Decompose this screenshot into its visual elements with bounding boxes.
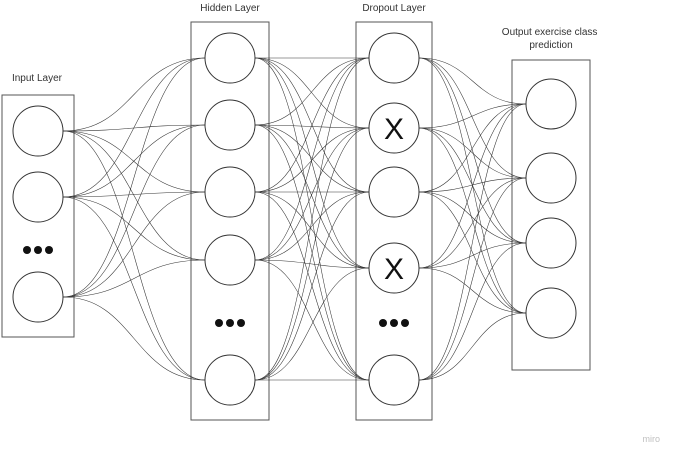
output-node-3: [525, 287, 577, 339]
connection-input-0-hidden-3: [62, 130, 206, 261]
ellipsis-dot-2: [401, 319, 409, 327]
ellipsis-dot-2: [45, 246, 53, 254]
miro-watermark: miro: [643, 434, 661, 444]
hidden-node-3: [204, 234, 256, 286]
connection-hidden-5-dropout-1: [254, 127, 370, 381]
connection-hidden-5-dropout-3: [254, 267, 370, 381]
connection-input-3-hidden-2: [62, 191, 206, 298]
hidden-layer-box: [190, 21, 270, 421]
connection-hidden-5-dropout-2: [254, 191, 370, 381]
connection-input-1-hidden-0: [62, 57, 206, 198]
dropout-node-5: [368, 354, 420, 406]
ellipsis-dot-2: [237, 319, 245, 327]
connection-input-1-hidden-1: [62, 124, 206, 198]
input-layer-label: Input Layer: [12, 73, 63, 84]
connection-hidden-1-dropout-1: [254, 124, 370, 129]
connection-input-3-hidden-3: [62, 259, 206, 298]
connection-hidden-3-dropout-3: [254, 259, 370, 269]
hidden-node-0: [204, 32, 256, 84]
connection-hidden-3-dropout-0: [254, 57, 370, 261]
connection-hidden-1-dropout-0: [254, 57, 370, 126]
connection-hidden-0-dropout-1: [254, 57, 370, 129]
ellipsis-dot-1: [390, 319, 398, 327]
connection-dropout-3-output-3: [418, 267, 527, 314]
input-ellipsis: [23, 246, 53, 254]
connection-dropout-2-output-2: [418, 191, 527, 244]
connection-dropout-2-output-1: [418, 177, 527, 193]
connection-dropout-0-output-2: [418, 57, 527, 244]
connection-dropout-2-output-3: [418, 191, 527, 314]
hidden-node-1: [204, 99, 256, 151]
connection-dropout-1-output-0: [418, 103, 527, 129]
ellipsis-dot-0: [215, 319, 223, 327]
output-node-0: [525, 78, 577, 130]
connection-input-0-hidden-2: [62, 130, 206, 193]
connection-dropout-5-output-0: [418, 103, 527, 381]
connection-input-3-hidden-0: [62, 57, 206, 298]
connection-input-0-hidden-5: [62, 130, 206, 381]
connection-hidden-1-dropout-5: [254, 124, 370, 381]
connection-hidden-2-dropout-0: [254, 57, 370, 193]
connection-hidden-1-dropout-3: [254, 124, 370, 269]
dropout-node-3-dropped: [368, 242, 420, 294]
connection-dropout-0-output-0: [418, 57, 527, 105]
connection-dropout-5-output-3: [418, 312, 527, 381]
connection-dropout-2-output-0: [418, 103, 527, 193]
connection-hidden-0-dropout-3: [254, 57, 370, 269]
connection-dropout-5-output-2: [418, 242, 527, 381]
hidden-ellipsis: [215, 319, 245, 327]
connection-dropout-3-output-2: [418, 242, 527, 269]
connection-dropout-0-output-1: [418, 57, 527, 179]
dropout-node-1-dropped: [368, 102, 420, 154]
connection-input-3-hidden-1: [62, 124, 206, 298]
output-node-2: [525, 217, 577, 269]
connection-dropout-1-output-3: [418, 127, 527, 314]
ellipsis-dot-0: [379, 319, 387, 327]
output-node-1: [525, 152, 577, 204]
connection-dropout-5-output-1: [418, 177, 527, 381]
connection-hidden-3-dropout-5: [254, 259, 370, 381]
connection-input-3-hidden-5: [62, 296, 206, 381]
input-node-3: [12, 271, 64, 323]
connection-input-1-hidden-5: [62, 196, 206, 381]
connection-input-1-hidden-3: [62, 196, 206, 261]
hidden-layer-label: Hidden Layer: [200, 3, 260, 14]
connection-dropout-3-output-0: [418, 103, 527, 269]
input-node-1: [12, 171, 64, 223]
connection-hidden-3-dropout-1: [254, 127, 370, 261]
dropout-x-mark: X: [384, 253, 404, 286]
connection-dropout-1-output-1: [418, 127, 527, 179]
dropout-x-mark: X: [384, 113, 404, 146]
connection-hidden-2-dropout-3: [254, 191, 370, 269]
dropout-node-2: [368, 166, 420, 218]
hidden-node-2: [204, 166, 256, 218]
connection-hidden-3-dropout-2: [254, 191, 370, 261]
connection-input-0-hidden-0: [62, 57, 206, 132]
output-layer-label: Output exercise class prediction: [502, 27, 600, 51]
connection-input-1-hidden-2: [62, 191, 206, 198]
ellipsis-dot-1: [226, 319, 234, 327]
ellipsis-dot-1: [34, 246, 42, 254]
dropout-node-0: [368, 32, 420, 84]
input-node-0: [12, 105, 64, 157]
connection-dropout-3-output-1: [418, 177, 527, 269]
hidden-node-5: [204, 354, 256, 406]
dropout-layer-box: [355, 21, 433, 421]
ellipsis-dot-0: [23, 246, 31, 254]
dropout-ellipsis: [379, 319, 409, 327]
dropout-layer-label: Dropout Layer: [362, 3, 426, 14]
connection-hidden-5-dropout-0: [254, 57, 370, 381]
